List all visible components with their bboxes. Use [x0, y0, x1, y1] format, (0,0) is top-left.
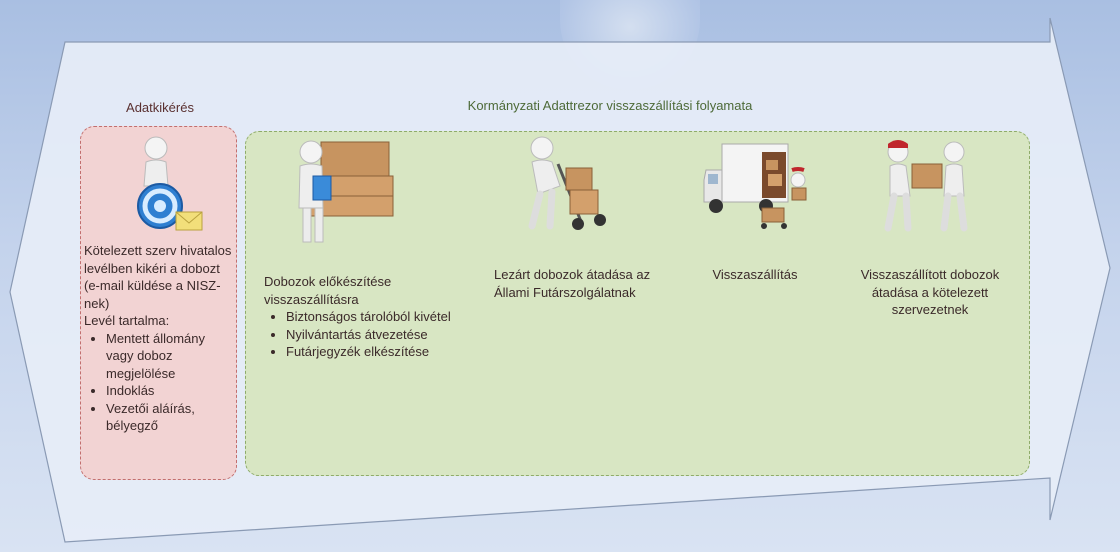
handtruck-figure-icon	[528, 136, 606, 230]
clipboard-boxes-figure-icon	[298, 140, 394, 243]
request-bullet: Vezetői aláírás, bélyegző	[106, 400, 234, 435]
request-bullet: Mentett állomány vagy doboz megjelölése	[106, 330, 234, 383]
section-title-request: Adatkikérés	[126, 100, 194, 115]
step-bullet: Nyilvántartás átvezetése	[286, 326, 484, 344]
request-bullet: Indoklás	[106, 382, 234, 400]
step-bullet: Biztonságos tárolóból kivétel	[286, 308, 484, 326]
step-title: Lezárt dobozok átadása az Állami Futársz…	[494, 267, 651, 300]
step-handover-courier: Lezárt dobozok átadása az Állami Futársz…	[494, 266, 664, 301]
request-paragraph: Kötelezett szerv hivatalos levélben kiké…	[84, 243, 232, 311]
handover-figures-icon	[884, 140, 968, 232]
step-delivery: Visszaszállított dobozok átadása a kötel…	[840, 266, 1020, 319]
step-title: Visszaszállítás	[712, 267, 798, 282]
step-title: Visszaszállított dobozok átadása a kötel…	[860, 267, 1000, 317]
step-title: Dobozok előkészítése visszaszállításra	[264, 274, 392, 307]
section-title-process: Kormányzati Adattrezor visszaszállítási …	[467, 98, 753, 113]
step-bullet-list: Biztonságos tárolóból kivétel Nyilvántar…	[264, 308, 484, 361]
step-return-transport: Visszaszállítás	[700, 266, 810, 284]
step-bullet: Futárjegyzék elkészítése	[286, 343, 484, 361]
email-figure-icon	[137, 136, 203, 231]
delivery-truck-icon	[703, 143, 807, 229]
request-bullet-list: Mentett állomány vagy doboz megjelölése …	[84, 330, 234, 435]
request-content-label: Levél tartalma:	[84, 313, 170, 328]
step-prepare: Dobozok előkészítése visszaszállításra B…	[264, 273, 484, 361]
request-text: Kötelezett szerv hivatalos levélben kiké…	[84, 242, 234, 435]
